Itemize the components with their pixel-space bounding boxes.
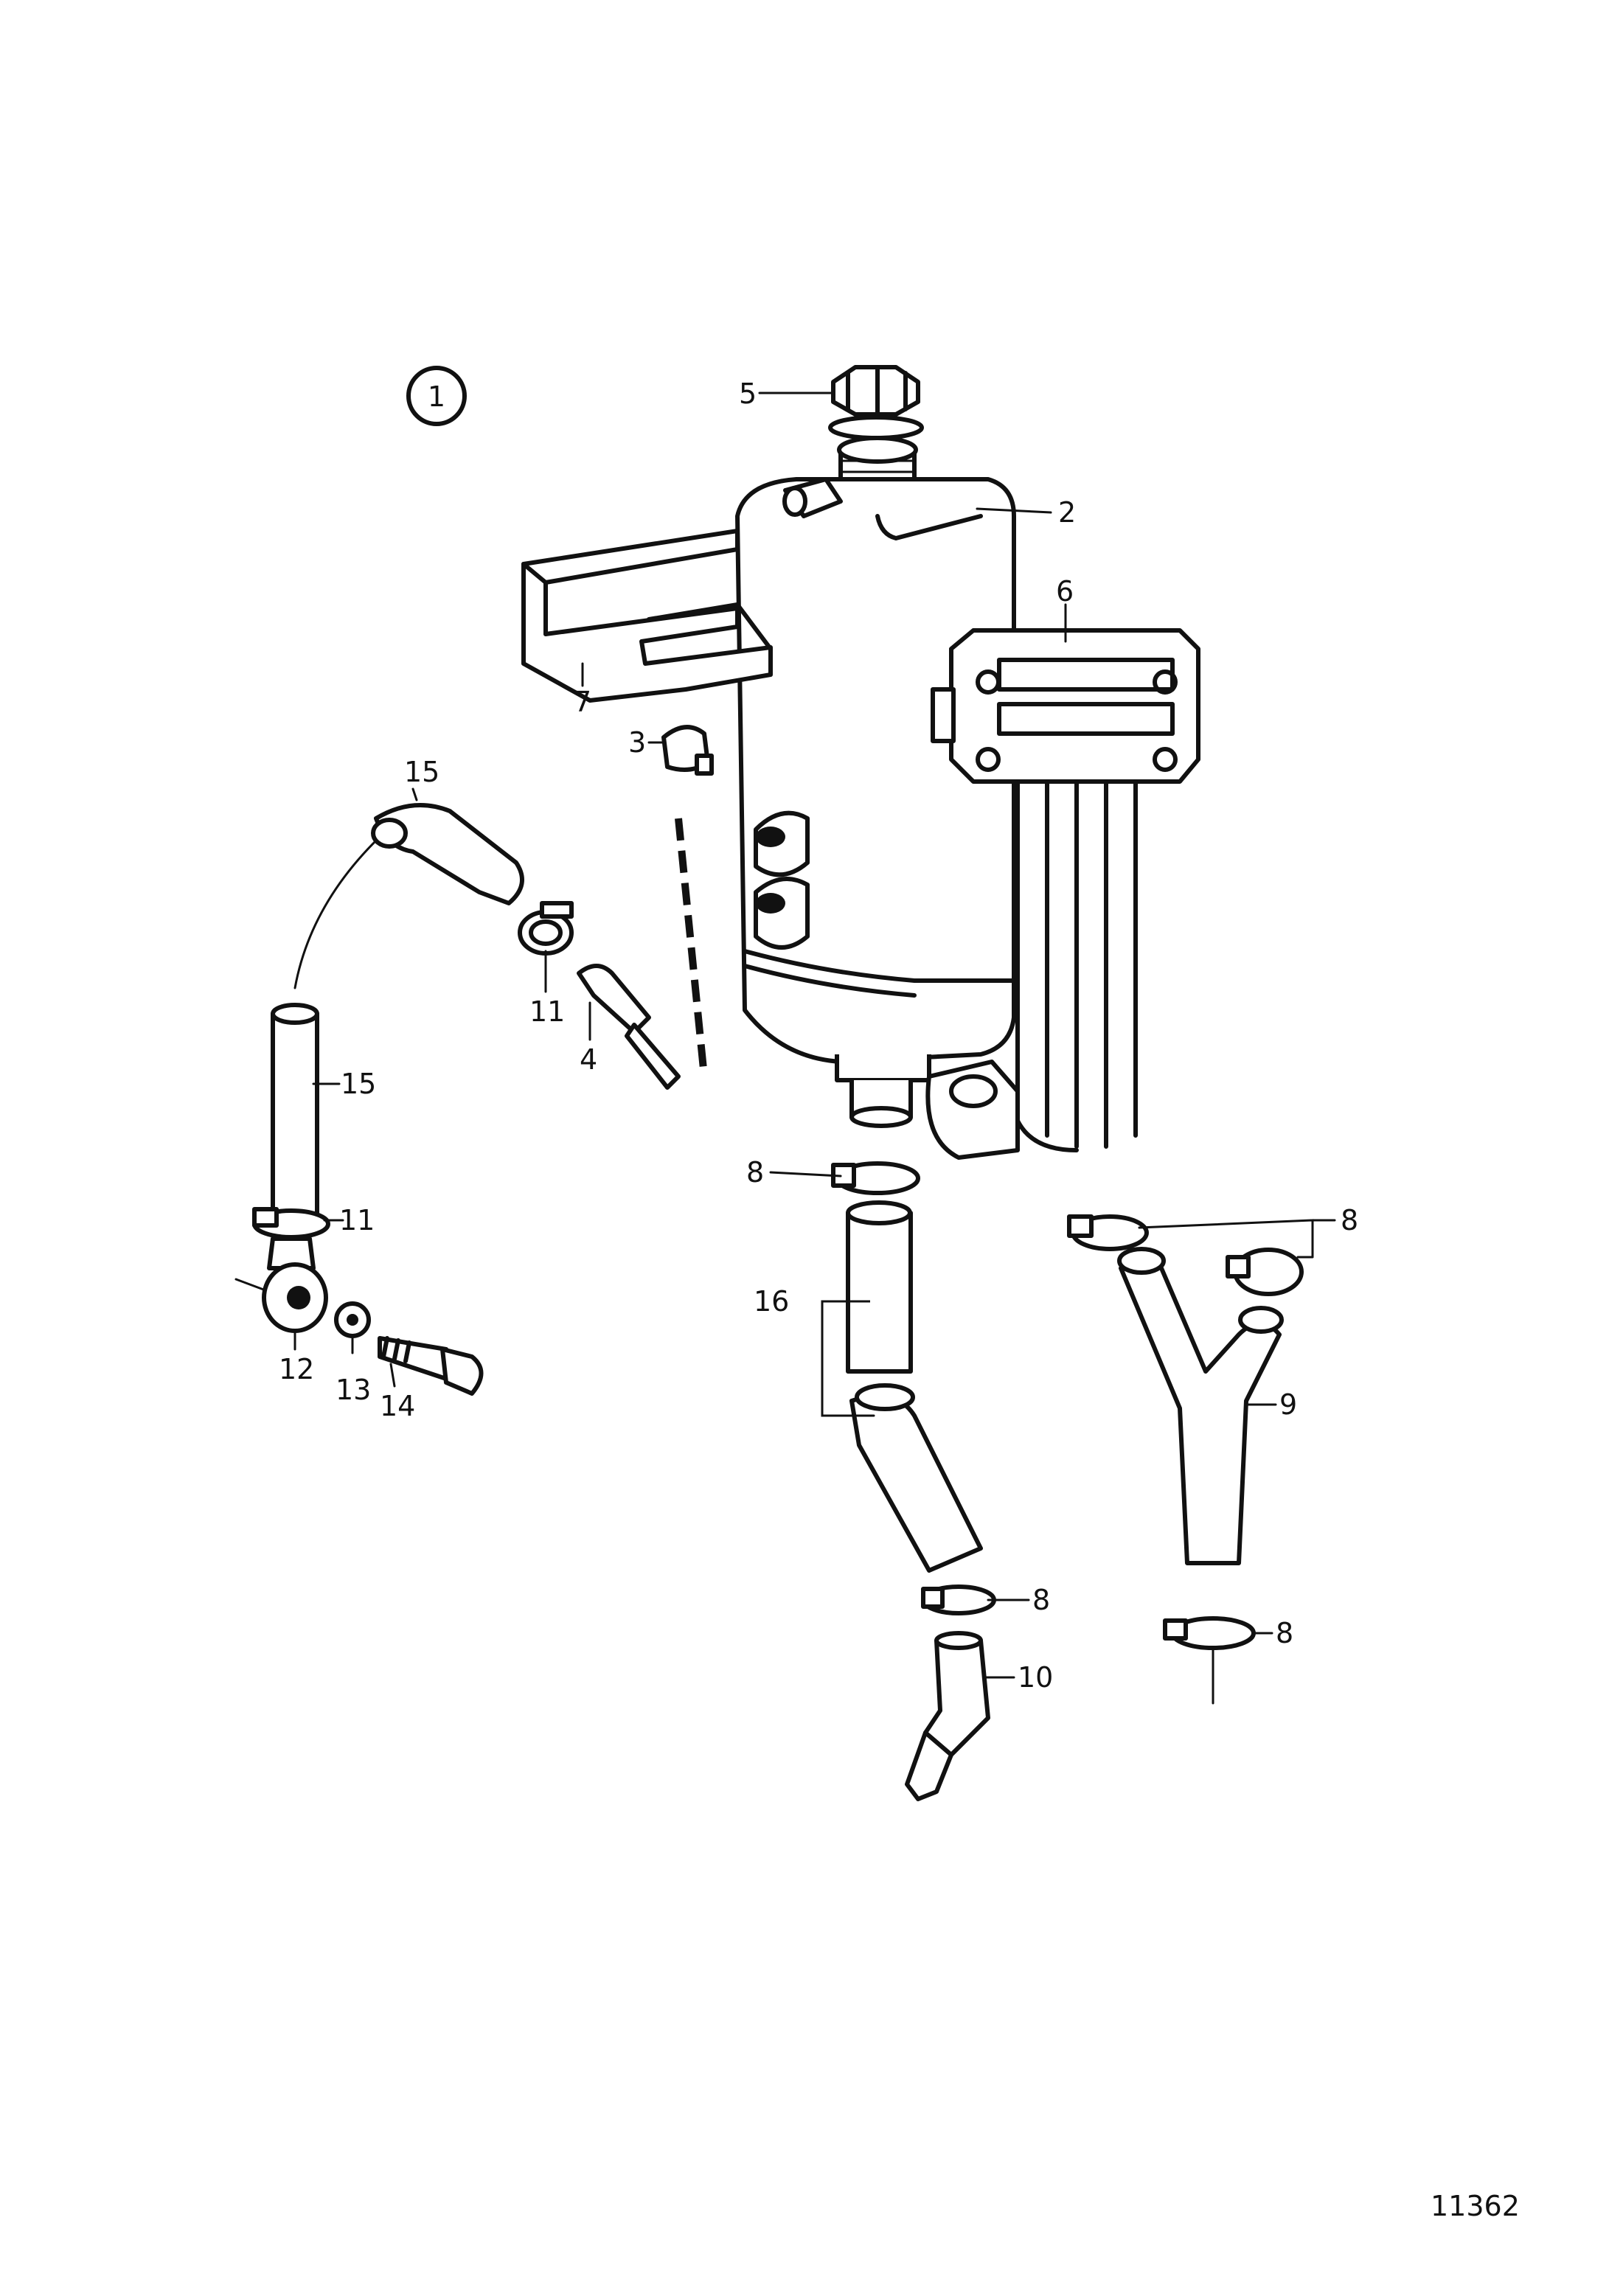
clamp-right-upper-left: [1067, 1214, 1149, 1251]
callout-labels: 5 2 6 7 3 15 11 4 15 8 11 8 16 9 12 13 1…: [279, 378, 1358, 1694]
callout-2: 2: [1058, 496, 1076, 529]
callout-12: 12: [279, 1353, 314, 1385]
clamp-upper: [518, 901, 574, 956]
y-pipe: [1117, 1247, 1284, 1565]
callout-9: 9: [1279, 1388, 1297, 1421]
clamp-center-top: [831, 1161, 920, 1195]
banjo-fitting: [234, 1236, 328, 1333]
callout-11-upper: 11: [529, 995, 565, 1028]
callout-15-lower: 15: [341, 1068, 376, 1100]
callout-10: 10: [1018, 1661, 1053, 1694]
hose-upper: [293, 803, 524, 989]
leader-lines: [293, 392, 1336, 1679]
callout-15-upper: 15: [404, 756, 439, 788]
nipple-fitting: [577, 964, 681, 1090]
group-callout-number: 1: [428, 380, 445, 413]
clamp-right-bottom: [1163, 1616, 1256, 1705]
callout-5: 5: [739, 378, 757, 410]
gasket-strip: [675, 818, 708, 1077]
callout-8-right-bottom: 8: [1276, 1617, 1293, 1649]
callout-7: 7: [574, 686, 591, 718]
drain-plug: [661, 725, 714, 776]
elbow-fitting: [905, 1631, 990, 1801]
hose-lower: [271, 1003, 319, 1226]
hose-center: [846, 1200, 983, 1573]
callout-16: 16: [754, 1285, 789, 1318]
group-callout: 1: [406, 366, 467, 426]
callout-4: 4: [580, 1043, 597, 1076]
sealing-washer: [334, 1301, 371, 1338]
heat-exchanger: [925, 628, 1200, 1160]
callout-6: 6: [1056, 575, 1074, 608]
callout-14: 14: [380, 1390, 415, 1422]
callout-13: 13: [336, 1374, 371, 1406]
callout-8-center-bottom: 8: [1032, 1584, 1050, 1616]
mounting-bracket: [521, 529, 773, 703]
clamp-right-upper-right: [1226, 1248, 1304, 1296]
callout-11-lower: 11: [339, 1204, 375, 1236]
drawing-number: 11362: [1431, 2190, 1520, 2222]
filler-cap: [828, 365, 924, 440]
clamp-lower: [252, 1207, 330, 1239]
callout-8-center-top: 8: [746, 1156, 764, 1189]
banjo-bolt: [378, 1336, 484, 1396]
clamp-center-bottom: [921, 1584, 996, 1615]
callout-8-right-upper: 8: [1341, 1204, 1358, 1236]
expansion-tank: [735, 477, 1016, 1128]
callout-3: 3: [628, 726, 646, 759]
